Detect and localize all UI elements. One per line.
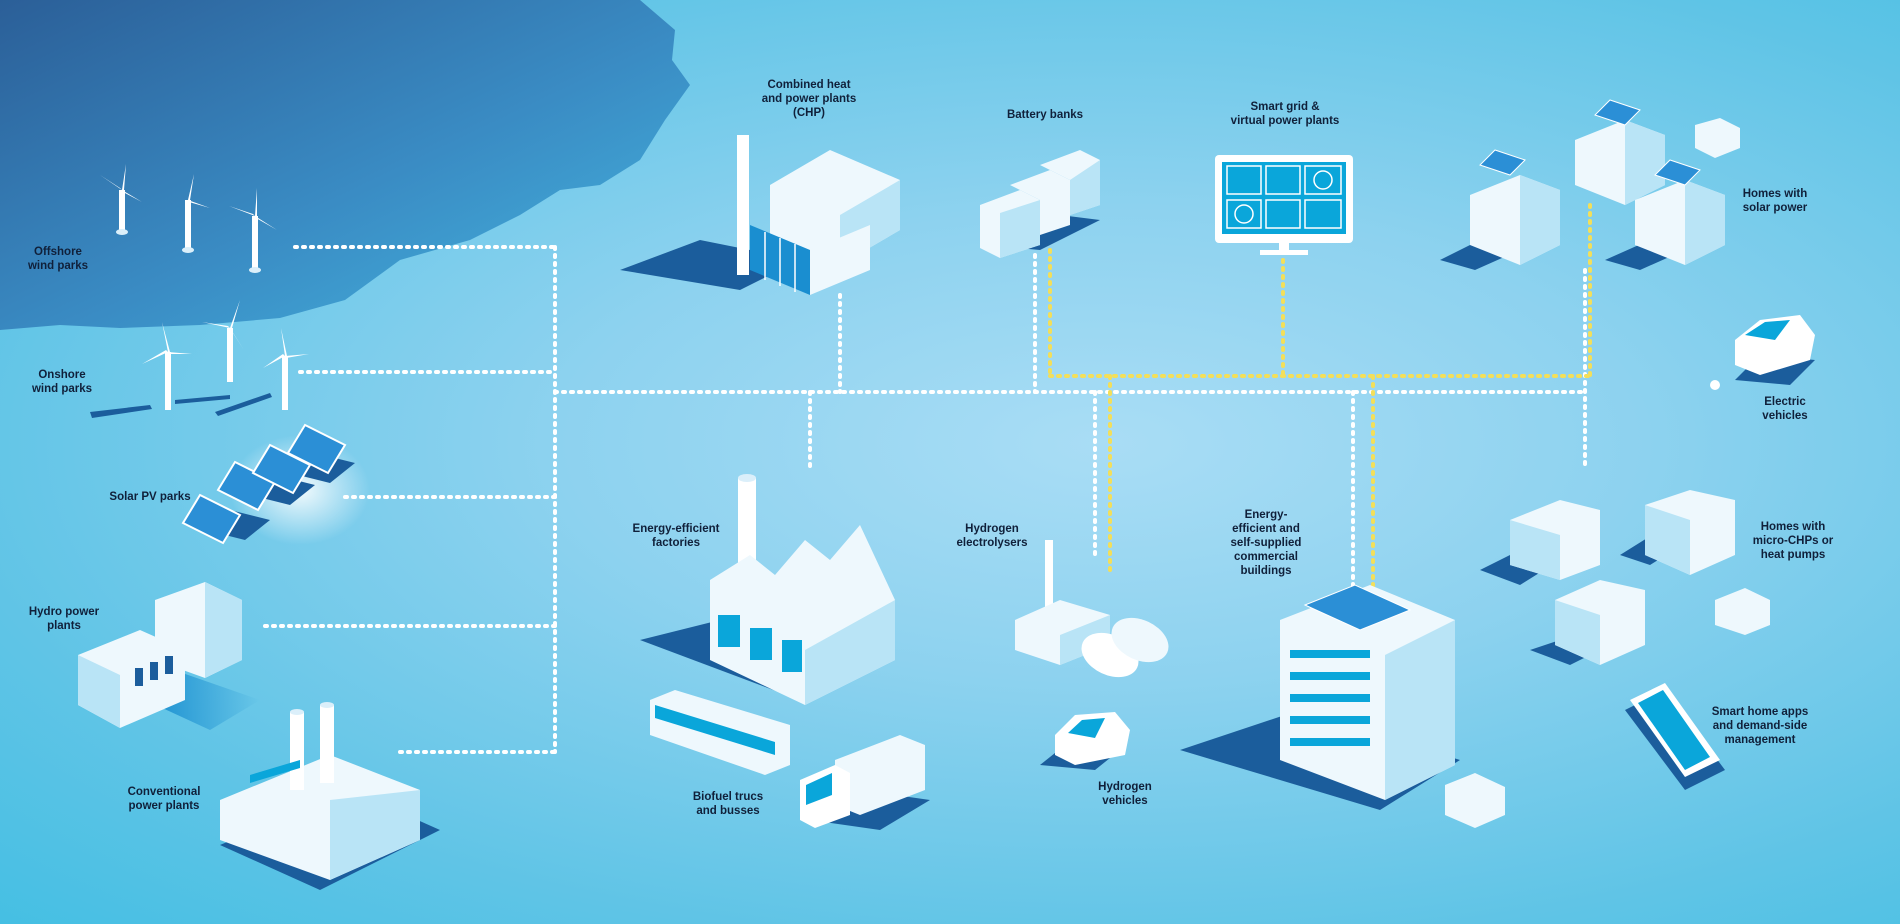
label-smart-grid: Smart grid & virtual power plants [1222,100,1348,128]
label-hydrogen-electrolysers: Hydrogen electrolysers [950,522,1034,550]
label-hydro-power-plants: Hydro power plants [22,605,106,633]
monitor-icon [1215,155,1353,255]
hydrogen-car-icon [1040,712,1130,770]
label-homes-solar: Homes with solar power [1730,187,1820,215]
label-smart-home-apps: Smart home apps and demand-side manageme… [1700,705,1820,747]
bus-icon [650,690,790,775]
sea-area [0,0,690,330]
label-offshore-wind-parks: Offshore wind parks [22,245,94,273]
yellow-grid-links [1050,205,1590,590]
label-energy-efficient-factories: Energy-efficient factories [622,522,730,550]
label-biofuel-trucks-busses: Biofuel trucs and busses [683,790,773,818]
power-plant-icon [220,702,440,890]
label-battery-banks: Battery banks [995,108,1095,122]
homes-chp-icon [1480,490,1770,665]
chp-plant-icon [620,135,900,295]
label-hydrogen-vehicles: Hydrogen vehicles [1085,780,1165,808]
solar-pv-icon [183,425,370,545]
truck-icon [800,735,930,830]
label-onshore-wind-parks: Onshore wind parks [24,368,100,396]
label-commercial-buildings: Energy- efficient and self-supplied comm… [1220,508,1312,578]
label-solar-pv-parks: Solar PV parks [100,490,200,504]
label-electric-vehicles: Electric vehicles [1745,395,1825,423]
battery-icon [980,150,1100,258]
label-homes-micro-chp: Homes with micro-CHPs or heat pumps [1745,520,1841,562]
label-conventional-power-plants: Conventional power plants [120,785,208,813]
office-building-icon [1180,585,1505,828]
factory-icon [640,474,895,705]
car-icon [1710,315,1815,390]
electrolyser-icon [1015,540,1176,686]
label-chp-plants: Combined heat and power plants (CHP) [755,78,863,120]
